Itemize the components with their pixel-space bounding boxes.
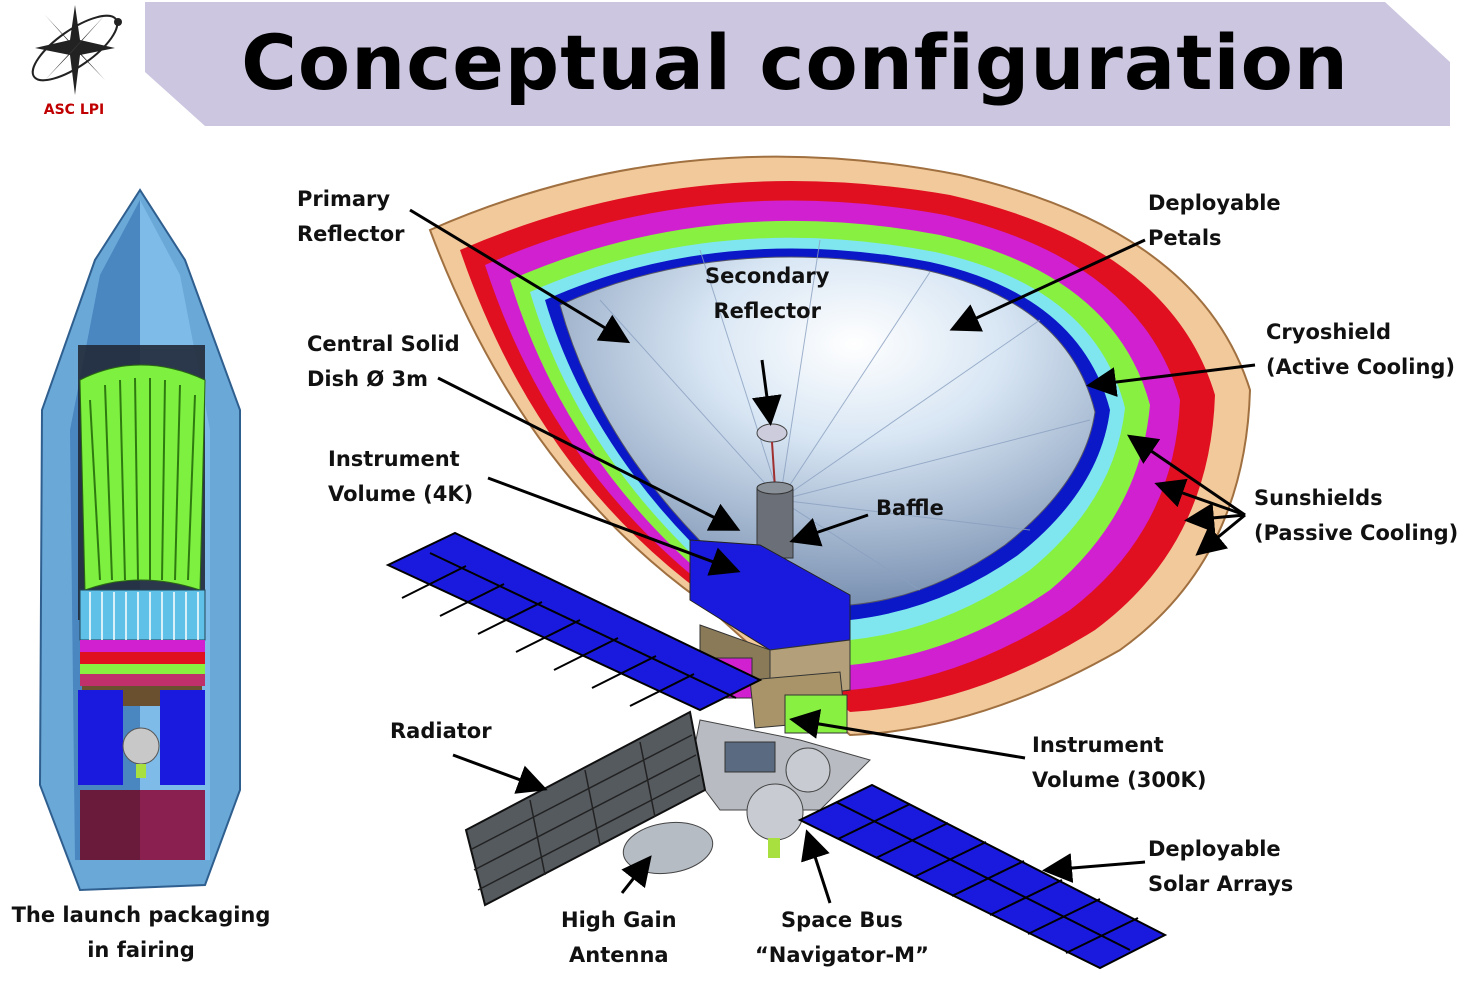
baffle-label: Baffle [876, 496, 944, 520]
launch-fairing [38, 188, 241, 892]
callout-arrows [409, 208, 1256, 904]
title-banner [145, 2, 1450, 126]
page-title: Conceptual configuration [241, 18, 1349, 107]
logo-text: ASC LPI [43, 102, 105, 118]
radiator-label: Radiator [390, 719, 492, 743]
star-burst-logo-icon [31, 5, 122, 95]
solar-array-right [797, 783, 1168, 970]
cryoshield-label: Cryoshield(Active Cooling) [1266, 320, 1456, 379]
solar-array-left [385, 531, 763, 712]
space-bus-label: Space Bus“Navigator-M” [755, 908, 929, 967]
sunshields-label: Sunshields(Passive Cooling) [1254, 486, 1459, 545]
sunshield-dish [428, 155, 1252, 737]
banner-shape [145, 2, 1450, 126]
logo [20, 0, 130, 100]
radiator [464, 710, 707, 907]
